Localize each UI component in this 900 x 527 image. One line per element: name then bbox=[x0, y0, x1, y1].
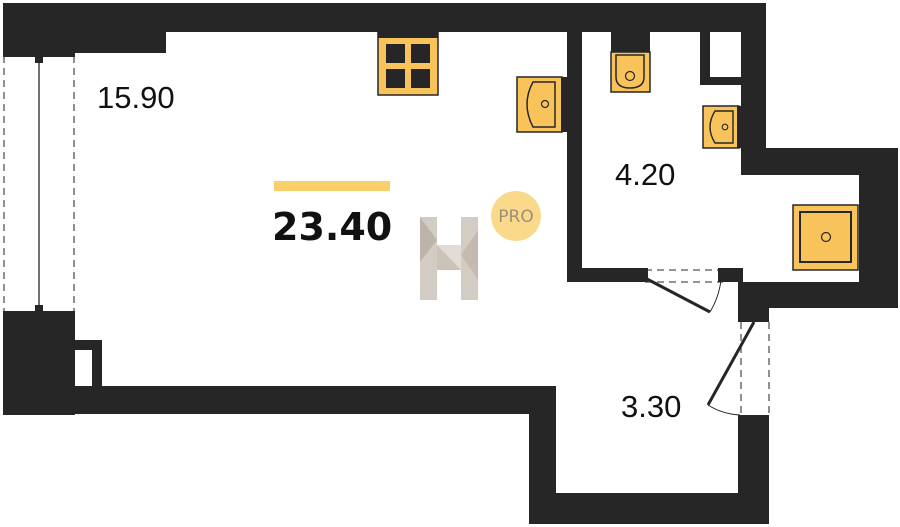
right-upper-wall bbox=[741, 3, 766, 153]
toilet-icon bbox=[610, 32, 651, 93]
bathroom-partition bbox=[567, 32, 582, 282]
window bbox=[3, 52, 75, 316]
entrance-jamb bbox=[738, 300, 769, 318]
right-outer-wall bbox=[859, 148, 898, 308]
entrance-door[interactable] bbox=[706, 317, 770, 420]
bathroom-area: 4.20 bbox=[615, 157, 675, 192]
hallway-area: 3.30 bbox=[621, 389, 681, 424]
bathroom-sink-icon bbox=[702, 105, 742, 149]
stove-icon bbox=[377, 31, 439, 96]
hall-right-wall bbox=[738, 418, 769, 524]
pro-badge bbox=[491, 191, 541, 241]
watermark-logo bbox=[420, 217, 478, 300]
shower-tray-icon bbox=[792, 204, 859, 271]
hall-bottom-wall bbox=[529, 493, 769, 524]
total-area: 23.40 bbox=[272, 205, 392, 249]
bottom-wall bbox=[3, 386, 556, 414]
area-accent-bar bbox=[274, 181, 390, 191]
bathroom-door[interactable] bbox=[642, 268, 724, 314]
walls bbox=[3, 3, 898, 524]
top-left-wall-block bbox=[3, 3, 166, 53]
pro-badge-label: PRO bbox=[498, 207, 533, 227]
bathroom-bottom-wall-left bbox=[567, 268, 643, 282]
column-niche bbox=[75, 340, 102, 387]
bathroom-bottom-wall-right bbox=[723, 268, 743, 282]
ventilation-shaft bbox=[700, 32, 741, 85]
kitchen-sink-icon bbox=[516, 76, 567, 133]
living-room-area: 15.90 bbox=[97, 80, 175, 115]
